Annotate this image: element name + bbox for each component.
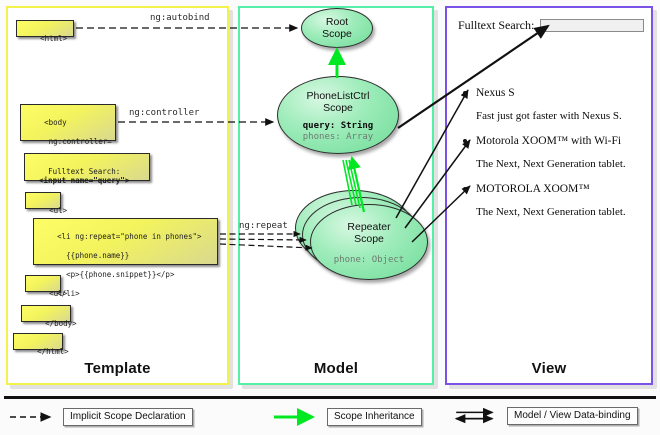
legend-label: Implicit Scope Declaration [63, 408, 193, 426]
legend-label: Model / View Data-binding [507, 407, 638, 425]
scope-title-line1: Repeater [347, 221, 391, 233]
code-line: <html> [40, 33, 68, 43]
view-list-item: MOTOROLA XOOM™ The Next, Next Generation… [463, 183, 652, 219]
legend-separator [4, 396, 656, 399]
legend-label: Scope Inheritance [327, 408, 422, 426]
code-line: </li> [57, 288, 80, 298]
view-item-snippet: The Next, Next Generation tablet. [476, 158, 626, 170]
code-line-input: <input name="query"> [30, 176, 130, 185]
column-label-template: Template [84, 360, 151, 377]
code-line: <ul> [49, 205, 68, 215]
view-search-input[interactable] [540, 19, 645, 32]
code-box-body-close: </body> [21, 305, 77, 328]
code-line: </body> [45, 318, 77, 328]
dashed-arrow-icon [10, 412, 52, 422]
view-content: Fulltext Search: Nexus S Fast just got f… [452, 13, 646, 378]
bullet-icon [463, 91, 467, 95]
legend: Implicit Scope Declaration Scope Inherit… [0, 404, 660, 435]
scope-title-line1: Root [325, 16, 349, 28]
code-line: <body [44, 117, 67, 127]
code-line: </html> [37, 346, 69, 356]
scope-attr-query: query: String [302, 121, 374, 131]
legend-entry-scope-inheritance: Scope Inheritance [272, 408, 422, 426]
column-label-view: View [531, 360, 567, 377]
green-arrow-icon [274, 408, 315, 426]
view-item-name: Nexus S [476, 87, 515, 99]
scope-attr-phone: phone: Object [333, 255, 405, 265]
scope-title-line2: Scope [323, 102, 353, 114]
code-line: {{phone.name}} [57, 250, 130, 260]
view-item-name: MOTOROLA XOOM™ [476, 183, 590, 195]
edge-label-ng-repeat: ng:repeat [239, 221, 288, 231]
code-box-html-close: </html> [13, 333, 69, 356]
scope-title-line2: Scope [322, 28, 352, 40]
code-line: Fulltext Search: [48, 166, 121, 176]
scope-ellipse-phonelistctrl: PhoneListCtrl Scope query: String phones… [277, 76, 399, 154]
code-box-ul-close: <ul> [25, 275, 67, 298]
code-box-body-open: <body ng:controller= "PhoneListCtrl"> [20, 104, 121, 165]
view-item-snippet: The Next, Next Generation tablet. [476, 206, 626, 218]
code-box-html-open: <html> [16, 20, 74, 43]
scope-title-line1: PhoneListCtrl [306, 90, 370, 102]
scope-title-line2: Scope [354, 233, 384, 245]
view-list-item: Nexus S Fast just got faster with Nexus … [463, 87, 652, 123]
double-arrow-icon [454, 407, 494, 424]
code-box-li-repeat: <li ng:repeat="phone in phones"> {{phone… [33, 218, 218, 298]
bullet-icon [463, 139, 467, 143]
view-search-label: Fulltext Search: [458, 18, 535, 32]
column-label-model: Model [313, 360, 359, 377]
edge-label-ng-autobind: ng:autobind [150, 13, 210, 23]
code-line: <li ng:repeat="phone in phones"> [57, 231, 202, 241]
bullet-icon [463, 187, 467, 191]
code-box-fulltext-search: Fulltext Search: <input name="query"> [24, 153, 150, 185]
view-item-name: Motorola XOOM™ with Wi-Fi [476, 135, 622, 147]
view-search-row: Fulltext Search: [458, 18, 645, 33]
code-box-ul-open: <ul> [25, 192, 67, 215]
code-line: <ul> [49, 288, 68, 298]
scope-ellipse-repeater: Repeater Scope phone: Object [310, 204, 428, 280]
edge-label-ng-controller: ng:controller [129, 108, 200, 118]
view-item-snippet: Fast just got faster with Nexus S. [476, 110, 622, 122]
scope-attr-phones: phones: Array [302, 132, 374, 142]
legend-entry-model-view-data-binding: Model / View Data-binding [452, 407, 638, 425]
view-list-item: Motorola XOOM™ with Wi-Fi The Next, Next… [463, 135, 652, 171]
legend-entry-implicit-scope-declaration: Implicit Scope Declaration [8, 408, 193, 426]
code-line: <p>{{phone.snippet}}</p> [57, 269, 175, 279]
scope-ellipse-root: Root Scope [301, 8, 373, 48]
code-line: ng:controller= [44, 136, 112, 146]
